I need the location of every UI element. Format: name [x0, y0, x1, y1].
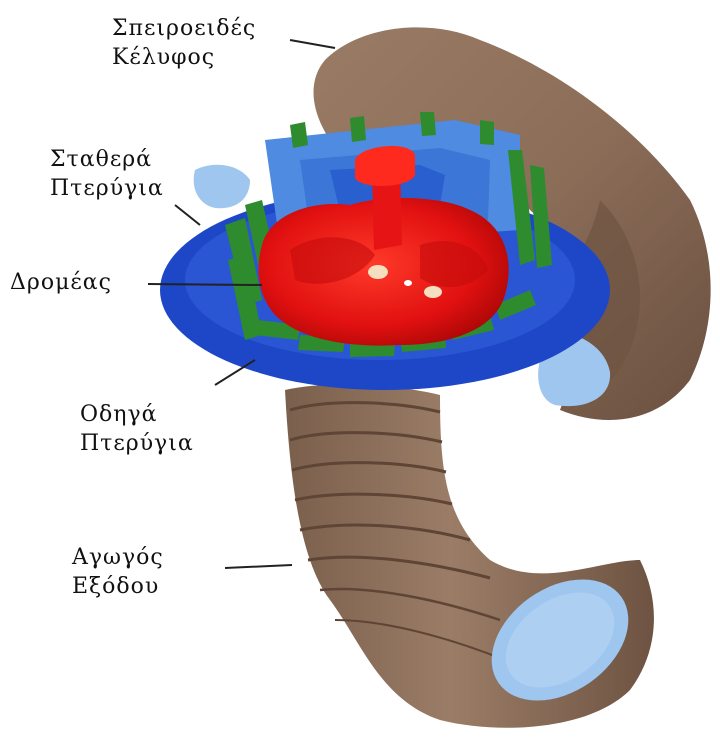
label-spiral-casing-line1: Σπειροειδές — [112, 14, 256, 43]
leader-line-outlet-duct — [225, 565, 292, 568]
label-outlet-duct: Αγωγός Εξόδου — [72, 543, 164, 601]
label-guide-vanes: Οδηγά Πτερύγια — [80, 400, 194, 458]
label-outlet-duct-line1: Αγωγός — [72, 543, 164, 572]
label-runner: Δρομέας — [10, 268, 112, 297]
label-outlet-duct-line2: Εξόδου — [72, 572, 164, 601]
label-stay-vanes-line2: Πτερύγια — [50, 174, 164, 203]
label-guide-vanes-line2: Πτερύγια — [80, 429, 194, 458]
label-runner-line1: Δρομέας — [10, 268, 112, 297]
label-stay-vanes-line1: Σταθερά — [50, 145, 164, 174]
leader-line-stay-vanes — [175, 205, 200, 225]
outlet-duct — [285, 385, 654, 728]
label-spiral-casing: Σπειροειδές Κέλυφος — [112, 14, 256, 72]
label-guide-vanes-line1: Οδηγά — [80, 400, 194, 429]
label-stay-vanes: Σταθερά Πτερύγια — [50, 145, 164, 203]
leader-line-spiral-casing — [290, 40, 335, 48]
leader-line-runner — [148, 284, 262, 285]
label-spiral-casing-line2: Κέλυφος — [112, 43, 256, 72]
